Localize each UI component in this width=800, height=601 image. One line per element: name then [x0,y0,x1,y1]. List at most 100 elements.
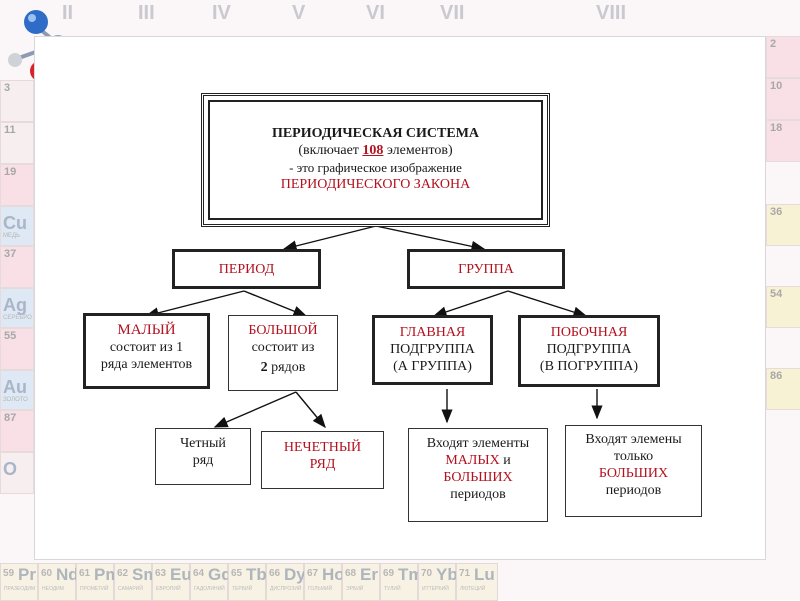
element-number: 66 [269,568,281,579]
element-number: 64 [193,568,205,579]
element-symbol: Er [360,565,378,584]
element-number: 60 [41,568,53,579]
element-symbol: Gd [208,565,232,584]
arrow-to-small [144,290,245,319]
big-period-rows-label: рядов [267,360,306,375]
side-elements-box: Входят элемены только БОЛЬШИХ периодов [565,425,702,517]
odd-row-line: НЕЧЕТНЫЙ [283,440,362,455]
even-row-box: Четный ряд [155,428,251,485]
element-number: 36 [770,206,783,218]
element-number: 18 [770,122,783,134]
main-elements-line: периодов [450,487,506,502]
element-cell: 19 [0,164,34,206]
side-elements-line: периодов [605,483,662,498]
element-symbol: Nd [56,565,79,584]
element-symbol: Ag [3,295,27,315]
period-box: ПЕРИОД [172,249,321,289]
element-name: ГОЛЬМИЙ [308,586,333,592]
and-label: и [499,453,511,468]
element-symbol: Tm [398,565,424,584]
includes-suffix: элементов) [383,143,453,158]
arrow-to-big [243,290,308,317]
arrow-to-group [375,225,486,252]
element-name: ТУЛИЙ [384,586,401,592]
element-number: 65 [231,568,243,579]
element-symbol: Sm [132,565,159,584]
element-name: ЗОЛОТО [3,397,28,403]
element-symbol: Pr [18,565,36,584]
includes-number: 108 [362,143,384,158]
element-name: САМАРИЙ [118,586,143,592]
periodic-law-label: ПЕРИОДИЧЕСКОГО ЗАКОНА [280,177,471,192]
element-number: 54 [770,288,783,300]
element-number: 71 [459,568,471,579]
big-period-box: БОЛЬШОЙ состоит из 2 рядов [228,315,338,391]
main-subgroup-line: ГЛАВНАЯ [399,325,466,340]
element-name: ПРАЗЕОДИМ [4,586,36,592]
element-number: 63 [155,568,167,579]
side-subgroup-line: ПОБОЧНАЯ [550,325,628,340]
element-cell: 36 [766,204,800,246]
main-elements-line: Входят элементы [426,436,530,451]
element-cell: 54 [766,286,800,328]
element-cell: 37 [0,246,34,288]
element-symbol: Ho [322,565,345,584]
element-cell: 3 [0,80,34,122]
even-row-line: ряд [192,453,214,468]
element-name: ГАДОЛИНИЙ [194,586,225,592]
group-numeral: VI [366,2,385,24]
group-numeral: II [62,2,74,24]
small-period-line: состоит из 1 [109,340,184,355]
element-symbol: Eu [170,565,192,584]
element-symbol: Tb [246,565,267,584]
side-subgroup-line: ПОДГРУППА [546,342,632,357]
element-symbol: Lu [474,565,495,584]
small-periods-label: МАЛЫХ [445,453,500,468]
periodic-system-inner: ПЕРИОДИЧЕСКАЯ СИСТЕМА (включает 108 элем… [208,100,543,220]
group-label: ГРУППА [458,262,514,277]
side-elements-line: БОЛЬШИХ [598,466,669,481]
small-period-title: МАЛЫЙ [117,322,176,338]
group-numerals-row: II III IV V VI VII VIII [0,0,800,26]
main-subgroup-box: ГЛАВНАЯ ПОДГРУППА (А ГРУППА) [372,315,493,385]
element-cell: 87 [0,410,34,452]
element-number: 19 [4,166,17,178]
element-name: ПРОМЕТИЙ [80,586,109,592]
element-number: 70 [421,568,433,579]
main-subgroup-line: (А ГРУППА) [393,359,472,374]
group-numeral: V [292,2,306,24]
element-number: 3 [4,82,11,94]
element-symbol: Dy [284,565,306,584]
element-number: 59 [3,568,15,579]
element-name: СЕРЕБРО [3,315,32,321]
periodic-system-title: ПЕРИОДИЧЕСКАЯ СИСТЕМА [271,126,480,141]
odd-row-line: РЯД [309,457,336,472]
group-numeral: III [138,2,155,24]
periodic-system-box: ПЕРИОДИЧЕСКАЯ СИСТЕМА (включает 108 элем… [201,93,550,227]
element-name: ДИСПРОЗИЙ [270,586,302,592]
side-elements-line: Входят элемены [585,432,682,447]
side-subgroup-line: (В ПОГРУППА) [539,359,639,374]
period-label: ПЕРИОД [218,262,275,277]
main-elements-line: БОЛЬШИХ [443,470,513,485]
element-name: ЭРБИЙ [346,586,364,592]
big-period-title: БОЛЬШОЙ [248,323,318,338]
element-number: 69 [383,568,395,579]
arrow-to-main-subgroup [432,290,509,318]
side-elements-line: только [613,449,654,464]
element-symbol: Cu [3,213,27,233]
arrow-to-odd [295,391,326,429]
element-name: ИТТЕРБИЙ [422,586,449,592]
big-period-line: состоит из [251,340,315,355]
element-number: 61 [79,568,91,579]
